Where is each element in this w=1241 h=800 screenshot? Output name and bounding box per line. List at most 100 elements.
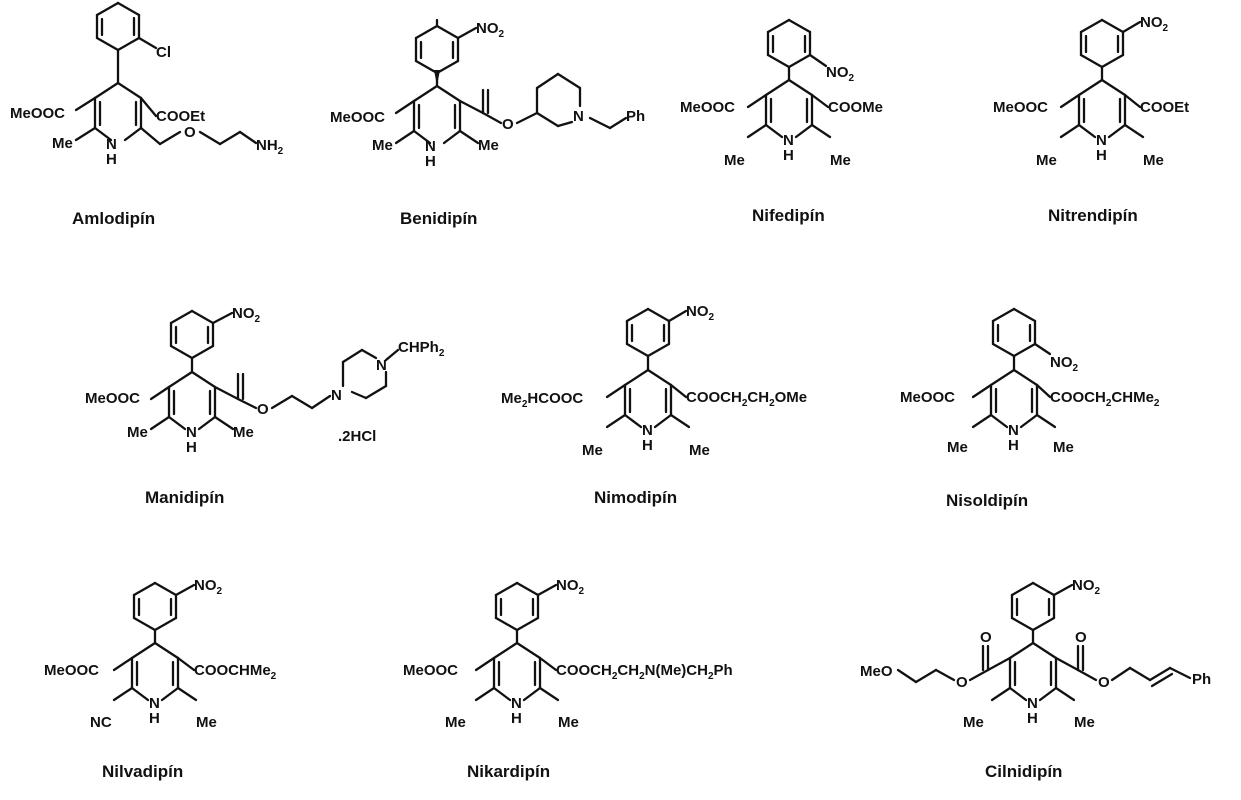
nisoldipin-h-label: H: [1008, 437, 1019, 454]
cilnidipin-me-right-label: Me: [1074, 714, 1095, 731]
benidipin-piperidine-n-label: N: [573, 108, 584, 125]
manidipin-bonds: [149, 309, 400, 431]
amlodipin-me-label: Me: [52, 135, 73, 152]
nitrendipin-left-ester-label: MeOOC: [993, 99, 1048, 116]
nisoldipin-n-label: N: [1008, 422, 1019, 439]
nikardipin-nitro-label: NO2: [556, 577, 585, 597]
cilnidipin-bonds: [896, 581, 1192, 702]
compound-nikardipin: NO2 MeOOC COOCH2CH2N(Me)CH2Ph Me Me N H …: [403, 577, 733, 781]
nimodipin-nitro-label: NO2: [686, 303, 715, 323]
manidipin-salt-label: .2HCl: [338, 428, 376, 445]
compound-cilnidipin: NO2 MeO O O O O Ph Me Me N H Cilnidipín: [860, 577, 1211, 781]
amlodipin-h-label: H: [106, 151, 117, 168]
cilnidipin-meo-label: MeO: [860, 663, 893, 680]
compound-name-nimodipin: Nimodipín: [594, 488, 677, 507]
nisoldipin-me-right-label: Me: [1053, 439, 1074, 456]
compound-manidipin: NO2 MeOOC Me Me N H O N N CHPh2 .2HCl Ma…: [85, 305, 445, 507]
nitrendipin-nitro-label: NO2: [1140, 14, 1169, 34]
nifedipin-left-ester-label: MeOOC: [680, 99, 735, 116]
cilnidipin-h-label: H: [1027, 710, 1038, 727]
compound-nitrendipin: NO2 MeOOC COOEt Me Me N H Nitrendipín: [993, 14, 1189, 225]
nifedipin-bonds: [746, 18, 832, 139]
manidipin-piperazine-n2-label: N: [376, 357, 387, 374]
nitrendipin-me-right-label: Me: [1143, 152, 1164, 169]
nifedipin-h-label: H: [783, 147, 794, 164]
nilvadipin-bonds: [112, 581, 198, 702]
cilnidipin-me-left-label: Me: [963, 714, 984, 731]
nifedipin-right-ester-label: COOMe: [828, 99, 883, 116]
amlodipin-left-ester-label: MeOOC: [10, 105, 65, 122]
benidipin-me-left-label: Me: [372, 137, 393, 154]
nifedipin-nitro-label: NO2: [826, 64, 855, 84]
nikardipin-bonds: [474, 581, 560, 702]
nikardipin-left-ester-label: MeOOC: [403, 662, 458, 679]
benidipin-h-label: H: [425, 153, 436, 170]
nitrendipin-n-label: N: [1096, 132, 1107, 149]
nilvadipin-nitro-label: NO2: [194, 577, 223, 597]
compound-name-manidipin: Manidipín: [145, 488, 224, 507]
nitrendipin-bonds: [1059, 18, 1145, 139]
nisoldipin-right-ester-label: COOCH2CHMe2: [1050, 389, 1160, 409]
compound-name-amlodipin: Amlodipín: [72, 209, 155, 228]
nitrendipin-me-left-label: Me: [1036, 152, 1057, 169]
manidipin-nitro-label: NO2: [232, 305, 261, 325]
cilnidipin-ph-label: Ph: [1192, 671, 1211, 688]
benidipin-ester-o-label: O: [502, 116, 514, 133]
nilvadipin-h-label: H: [149, 710, 160, 727]
compound-nimodipin: NO2 Me2HCOOC COOCH2CH2OMe Me Me N H Nimo…: [501, 303, 807, 507]
compound-amlodipin: Cl MeOOC COOEt Me N H O NH2 Amlodipín: [10, 1, 284, 228]
nifedipin-me-right-label: Me: [830, 152, 851, 169]
benidipin-n-label: N: [425, 138, 436, 155]
nimodipin-h-label: H: [642, 437, 653, 454]
manidipin-piperazine-n1-label: N: [331, 387, 342, 404]
nisoldipin-left-ester-label: MeOOC: [900, 389, 955, 406]
compound-benidipin: NO2 MeOOC Me Me N H O N Ph Benidipín: [330, 18, 645, 228]
nilvadipin-n-label: N: [149, 695, 160, 712]
cilnidipin-nitro-label: NO2: [1072, 577, 1101, 597]
compound-name-benidipin: Benidipín: [400, 209, 477, 228]
manidipin-me-right-label: Me: [233, 424, 254, 441]
nikardipin-me-right-label: Me: [558, 714, 579, 731]
amlodipin-n-label: N: [106, 136, 117, 153]
nimodipin-bonds: [605, 307, 691, 429]
compound-name-nitrendipin: Nitrendipín: [1048, 206, 1138, 225]
cilnidipin-o3-label: O: [1075, 629, 1087, 646]
manidipin-me-left-label: Me: [127, 424, 148, 441]
nimodipin-me-right-label: Me: [689, 442, 710, 459]
cilnidipin-o2-label: O: [956, 674, 968, 691]
nilvadipin-left-ester-label: MeOOC: [44, 662, 99, 679]
amlodipin-bonds: [74, 1, 258, 146]
amlodipin-right-ester-label: COOEt: [156, 108, 205, 125]
manidipin-chph2-label: CHPh2: [398, 339, 445, 359]
nikardipin-right-ester-label: COOCH2CH2N(Me)CH2Ph: [556, 662, 733, 682]
nilvadipin-nc-label: NC: [90, 714, 112, 731]
compound-name-nikardipin: Nikardipín: [467, 762, 550, 781]
nisoldipin-bonds: [971, 307, 1057, 429]
nisoldipin-nitro-label: NO2: [1050, 354, 1079, 374]
nikardipin-h-label: H: [511, 710, 522, 727]
benidipin-wedge-bond: [434, 70, 440, 86]
compound-name-nifedipin: Nifedipín: [752, 206, 825, 225]
nikardipin-me-left-label: Me: [445, 714, 466, 731]
cilnidipin-n-label: N: [1027, 695, 1038, 712]
benidipin-nitro-label: NO2: [476, 20, 505, 40]
manidipin-ester-o-label: O: [257, 401, 269, 418]
nifedipin-n-label: N: [783, 132, 794, 149]
nimodipin-left-ester-label: Me2HCOOC: [501, 390, 583, 410]
nilvadipin-me-right-label: Me: [196, 714, 217, 731]
compound-nifedipin: NO2 MeOOC COOMe Me Me N H Nifedipín: [680, 18, 883, 225]
cilnidipin-o1-label: O: [980, 629, 992, 646]
nifedipin-me-left-label: Me: [724, 152, 745, 169]
cilnidipin-o4-label: O: [1098, 674, 1110, 691]
nimodipin-n-label: N: [642, 422, 653, 439]
compound-name-nilvadipin: Nilvadipín: [102, 762, 183, 781]
nitrendipin-h-label: H: [1096, 147, 1107, 164]
manidipin-n-label: N: [186, 424, 197, 441]
nimodipin-right-ester-label: COOCH2CH2OMe: [686, 389, 807, 409]
benidipin-bonds: [394, 18, 628, 145]
nimodipin-me-left-label: Me: [582, 442, 603, 459]
nisoldipin-me-left-label: Me: [947, 439, 968, 456]
benidipin-ph-label: Ph: [626, 108, 645, 125]
compound-nilvadipin: NO2 MeOOC COOCHMe2 NC Me N H Nilvadipín: [44, 577, 277, 781]
